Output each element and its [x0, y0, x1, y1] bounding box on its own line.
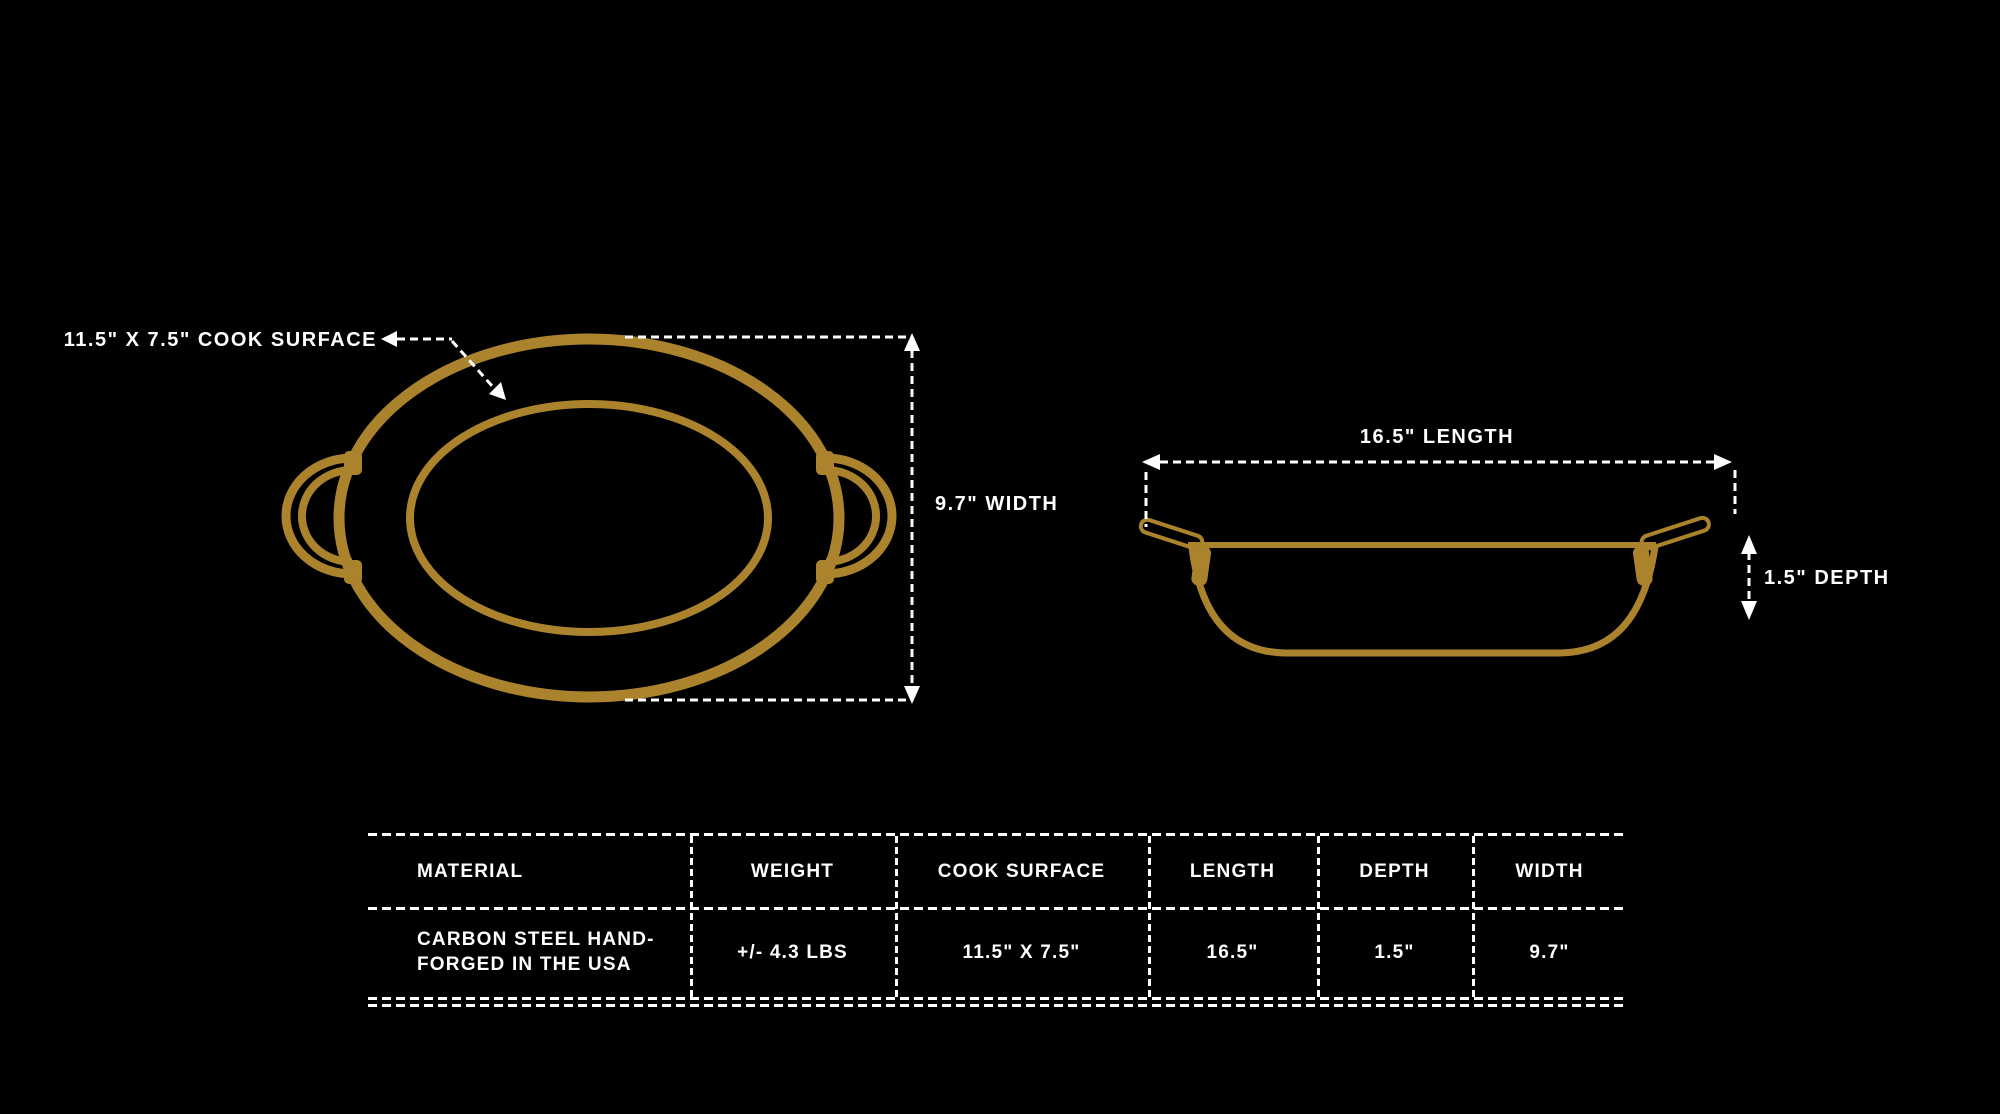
cell-cook-surface: 11.5" X 7.5": [962, 941, 1081, 963]
table-divider-1: [690, 836, 693, 997]
table-divider-5: [1472, 836, 1475, 997]
cell-weight: +/- 4.3 LBS: [737, 941, 848, 963]
depth-label: 1.5" DEPTH: [1764, 567, 1890, 589]
arrow-down-icon: [904, 686, 920, 704]
table-data-row: CARBON STEEL HAND-FORGED IN THE USA +/- …: [368, 907, 1627, 997]
table-border-bottom-inner: [368, 1004, 1627, 1007]
cell-width: 9.7": [1529, 941, 1570, 963]
arrow-up-icon: [904, 333, 920, 351]
length-dimension: 16.5" LENGTH: [1142, 426, 1737, 527]
right-handle: [816, 451, 897, 584]
side-right-handle: [1639, 515, 1711, 551]
arrow-right-icon: [1714, 454, 1732, 470]
cell-depth: 1.5": [1374, 941, 1415, 963]
header-cell-length: LENGTH: [1189, 861, 1276, 882]
arrow-left-icon: [381, 331, 397, 347]
table-divider-4: [1317, 836, 1320, 997]
arrow-down-right-icon: [489, 382, 506, 400]
right-handle-bracket: [1632, 545, 1653, 586]
left-handle-bracket: [1191, 545, 1212, 586]
side-body: [1188, 543, 1659, 657]
table-border-top: [368, 833, 1627, 836]
cell-length: 16.5": [1206, 941, 1259, 963]
width-label: 9.7" WIDTH: [935, 493, 1058, 515]
cell-material: CARBON STEEL HAND-FORGED IN THE USA: [417, 929, 655, 975]
arrow-down-icon: [1741, 601, 1757, 620]
table-header-row: MATERIAL WEIGHT COOK SURFACE LENGTH DEPT…: [368, 836, 1627, 907]
table-divider-2: [895, 836, 898, 997]
table-border-bottom-outer: [368, 997, 1627, 1000]
pan-outer-rim: [333, 333, 845, 703]
pan-cook-surface: [406, 400, 772, 636]
side-left-handle: [1138, 517, 1205, 551]
cook-surface-callout: 11.5" X 7.5" COOK SURFACE: [64, 329, 506, 400]
length-label: 16.5" LENGTH: [1360, 426, 1514, 448]
header-cell-width: WIDTH: [1515, 861, 1584, 882]
arrow-left-icon: [1142, 454, 1160, 470]
header-cell-weight: WEIGHT: [750, 861, 835, 882]
depth-dimension: 1.5" DEPTH: [1741, 535, 1890, 620]
left-handle: [281, 451, 362, 584]
header-cell-depth: DEPTH: [1359, 861, 1430, 882]
header-cell-cook-surface: COOK SURFACE: [937, 861, 1106, 882]
table-header-separator: [368, 907, 1627, 910]
arrow-up-icon: [1741, 535, 1757, 554]
width-dimension: 9.7" WIDTH: [625, 333, 1058, 704]
spec-table: MATERIAL WEIGHT COOK SURFACE LENGTH DEPT…: [368, 833, 1627, 1007]
top-view-drawing: [281, 333, 897, 703]
cook-surface-label: 11.5" X 7.5" COOK SURFACE: [64, 329, 377, 351]
side-view-drawing: [1138, 515, 1711, 657]
table-divider-3: [1148, 836, 1151, 997]
header-cell-material: MATERIAL: [417, 861, 524, 882]
